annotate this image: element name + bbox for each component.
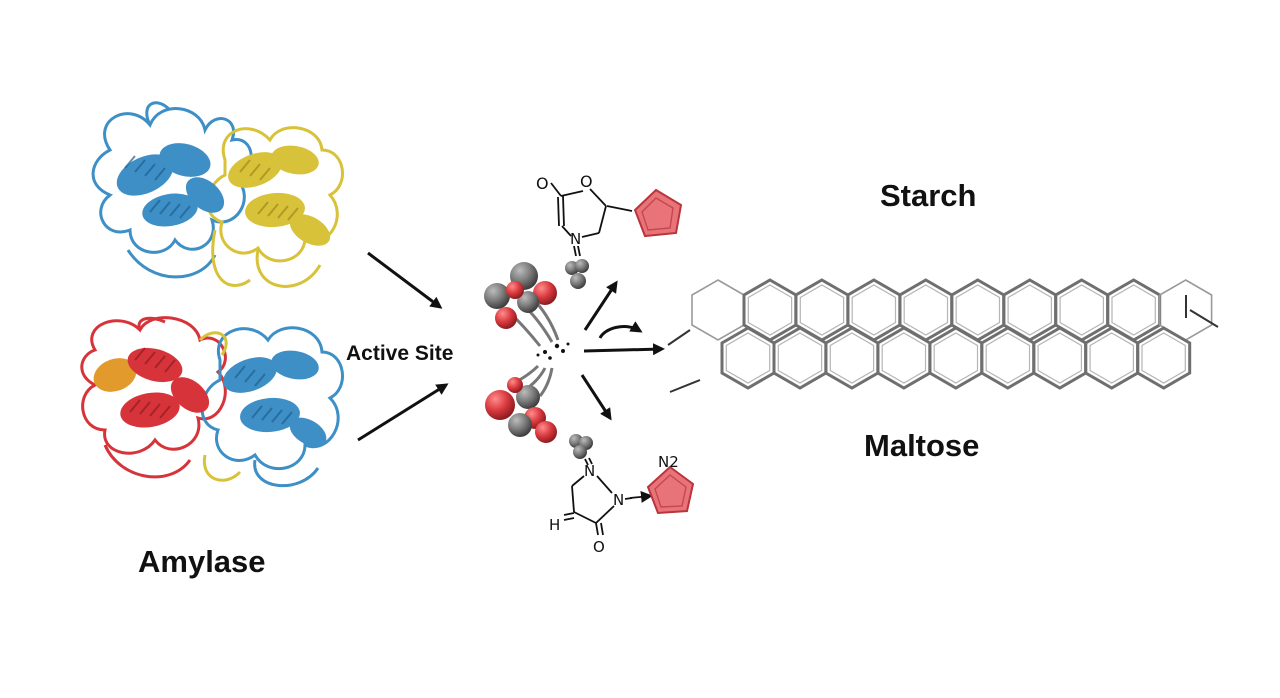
hexagon-ring: [876, 326, 932, 390]
helix: [170, 377, 210, 413]
helix: [142, 193, 198, 227]
top-gray-blob: [565, 259, 589, 289]
helix: [271, 350, 319, 380]
hexagon-ring-inner: [747, 284, 793, 336]
lattice-bond: [667, 329, 691, 346]
helix: [93, 358, 137, 392]
lattice-bond: [669, 379, 701, 393]
arrow-to-bottom-product: [580, 374, 612, 421]
helix: [271, 145, 319, 175]
helix: [120, 392, 180, 428]
helix: [159, 143, 211, 177]
arrow-to-top-product: [583, 280, 618, 331]
atom-label: H: [549, 516, 560, 534]
atom-red: [533, 281, 557, 305]
atom-label: N: [613, 491, 624, 509]
protein-bottom-helices: [93, 347, 327, 447]
hexagon-ring: [772, 326, 828, 390]
hexagon-ring: [980, 326, 1036, 390]
substituent-label: N2: [658, 453, 679, 471]
helix: [289, 417, 327, 447]
atom-red: [506, 281, 524, 299]
hexagon-ring-inner: [955, 284, 1001, 336]
helix: [185, 177, 225, 213]
label-amylase: Amylase: [138, 544, 266, 579]
hexagon-ring-inner: [851, 284, 897, 336]
atom-label: O: [593, 538, 605, 556]
starch-hexagon-lattice: [667, 278, 1219, 393]
label-active-site: Active Site: [346, 342, 454, 365]
arrow-curved-to-lattice: [598, 321, 643, 339]
atom-gray: [516, 385, 540, 409]
atom-red: [485, 390, 515, 420]
protein-bottom-red-domain: [80, 316, 227, 479]
hexagon-ring: [720, 326, 776, 390]
arrow-bottom-protein-to-site: [357, 383, 449, 442]
atom-label: N: [584, 462, 595, 480]
hexagon-ring-inner: [829, 332, 875, 384]
helix: [289, 214, 331, 246]
protein-bottom-blue-domain: [198, 326, 344, 488]
atom-red: [507, 377, 523, 393]
atom-label: O: [580, 172, 593, 191]
label-maltose: Maltose: [864, 428, 980, 463]
arrow-to-lattice: [583, 343, 665, 356]
reaction-arrows: [357, 251, 665, 442]
top-product-molecule: O O N: [536, 172, 683, 289]
hexagon-ring: [691, 279, 745, 341]
hexagon-ring-inner: [881, 332, 927, 384]
protein-top: [91, 101, 344, 288]
lower-atom-cluster: [485, 364, 557, 443]
hexagon-ring-inner: [1089, 332, 1135, 384]
hexagon-ring: [928, 326, 984, 390]
hexagon-ring-inner: [799, 284, 845, 336]
hexagon-ring-inner: [1037, 332, 1083, 384]
lattice-bond: [1189, 309, 1219, 328]
atom-red: [535, 421, 557, 443]
atom-gray: [517, 291, 539, 313]
atom-red: [495, 307, 517, 329]
protein-top-yellow-domain: [206, 126, 344, 288]
protein-top-helices: [116, 143, 331, 246]
upper-atom-cluster: [484, 262, 560, 347]
protein-bottom: [80, 316, 344, 488]
bottom-product-molecule: N N H O N2: [549, 434, 695, 556]
hexagon-ring-inner: [903, 284, 949, 336]
helix: [127, 347, 183, 383]
hexagon-ring-inner: [1059, 284, 1105, 336]
active-site-dots: [536, 342, 570, 360]
bottom-gray-blob: [569, 434, 593, 459]
hexagon-ring: [824, 326, 880, 390]
hexagon-ring-inner: [1007, 284, 1053, 336]
hexagon-ring-inner: [1111, 284, 1156, 336]
hexagon-ring-inner: [725, 332, 771, 384]
atom-label: N: [570, 230, 581, 248]
hexagon-ring-inner: [933, 332, 979, 384]
atom-gray: [484, 283, 510, 309]
hexagon-ring: [1032, 326, 1088, 390]
helix: [240, 397, 300, 433]
atom-gray: [508, 413, 532, 437]
hexagon-ring-inner: [985, 332, 1031, 384]
protein-top-blue-domain: [91, 101, 253, 279]
active-site-cluster: [484, 262, 570, 443]
arrow-top-protein-to-site: [367, 251, 443, 309]
hexagon-ring: [1084, 326, 1140, 390]
hexagon-ring-inner: [1141, 332, 1186, 384]
atom-label: O: [536, 174, 549, 193]
label-starch: Starch: [880, 178, 977, 213]
hexagon-ring-inner: [777, 332, 823, 384]
hexagon-ring: [1136, 326, 1192, 390]
